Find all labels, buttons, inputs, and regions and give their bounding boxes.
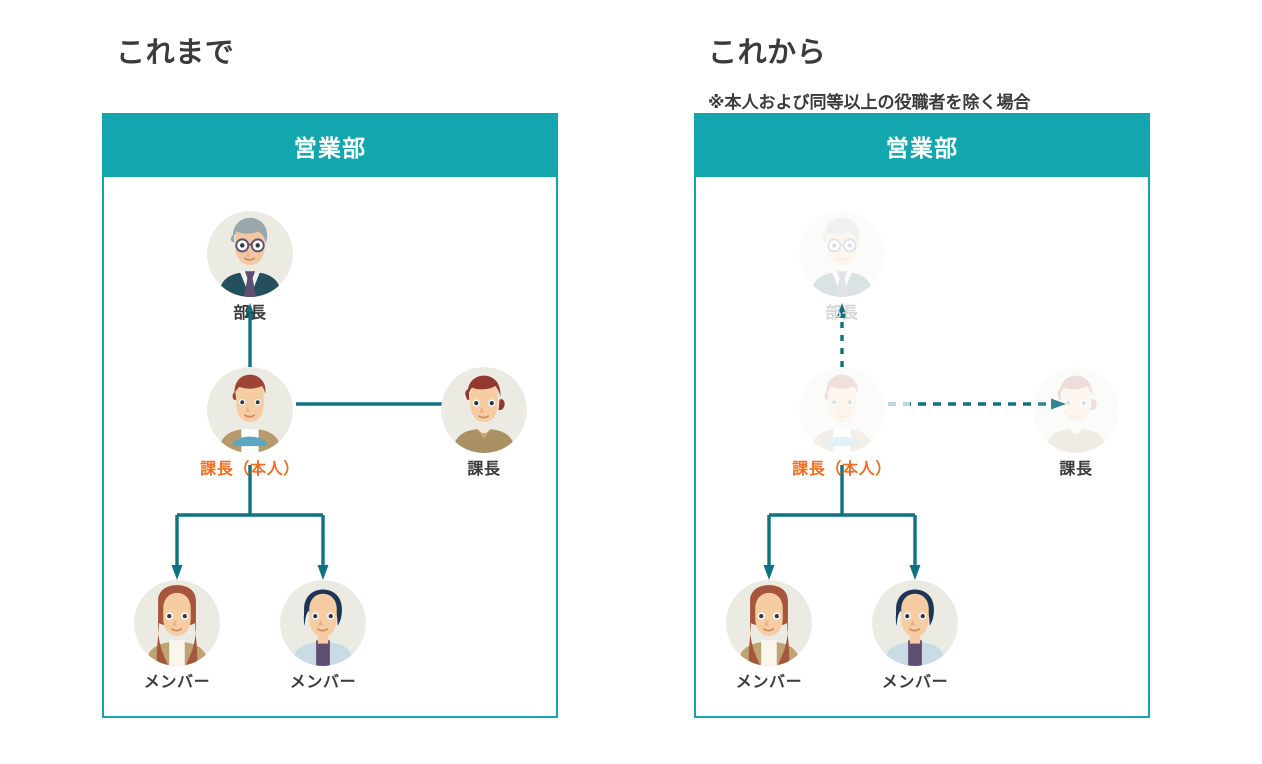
node-label-self-before: 課長（本人）	[200, 461, 300, 478]
woman-bun-olive-top-avatar	[1033, 367, 1119, 453]
node-label-member2-before: メンバー	[289, 674, 357, 691]
column-title-before: これまで	[116, 37, 235, 69]
node-label-member1-before: メンバー	[143, 674, 211, 691]
woman-bun-olive-top-avatar	[441, 367, 527, 453]
node-peer-after[interactable]: 課長	[1016, 367, 1136, 478]
man-khaki-jacket-avatar	[799, 367, 885, 453]
older-man-glasses-suit-avatar	[799, 211, 885, 297]
org-panel-before: 営業部	[102, 113, 558, 718]
node-peer-before[interactable]: 課長	[424, 367, 544, 478]
panel-body-before: 部長	[104, 177, 556, 716]
woman-long-hair-tan-cardigan-avatar	[726, 580, 812, 666]
avatar-peer-after	[1033, 367, 1119, 453]
node-member1-after[interactable]: メンバー	[709, 580, 829, 691]
avatar-bucho-after	[799, 211, 885, 297]
avatar-self-after	[799, 367, 885, 453]
node-label-member2-after: メンバー	[881, 674, 949, 691]
avatar-bucho-before	[207, 211, 293, 297]
arrowhead-member1	[171, 565, 183, 580]
node-self-after[interactable]: 課長（本人）	[782, 367, 902, 478]
person-navy-bob-blue-top-avatar	[872, 580, 958, 666]
arrowhead-member2	[909, 565, 921, 580]
node-self-before[interactable]: 課長（本人）	[190, 367, 310, 478]
node-label-bucho-after: 部長	[825, 305, 859, 322]
avatar-member2-before	[280, 580, 366, 666]
panel-header-before: 営業部	[104, 115, 556, 177]
man-khaki-jacket-avatar	[207, 367, 293, 453]
avatar-member1-before	[134, 580, 220, 666]
node-member1-before[interactable]: メンバー	[117, 580, 237, 691]
node-label-self-after: 課長（本人）	[792, 461, 892, 478]
panel-body-after: 部長	[696, 177, 1148, 716]
panel-header-after: 営業部	[696, 115, 1148, 177]
node-bucho-before[interactable]: 部長	[190, 211, 310, 322]
avatar-member2-after	[872, 580, 958, 666]
avatar-peer-before	[441, 367, 527, 453]
node-member2-before[interactable]: メンバー	[263, 580, 383, 691]
column-note-after: ※本人および同等以上の役職者を除く場合	[708, 93, 1031, 112]
person-navy-bob-blue-top-avatar	[280, 580, 366, 666]
woman-long-hair-tan-cardigan-avatar	[134, 580, 220, 666]
node-member2-after[interactable]: メンバー	[855, 580, 975, 691]
node-label-peer-after: 課長	[1059, 461, 1093, 478]
node-bucho-after[interactable]: 部長	[782, 211, 902, 322]
older-man-glasses-suit-avatar	[207, 211, 293, 297]
arrowhead-member1	[763, 565, 775, 580]
avatar-self-before	[207, 367, 293, 453]
node-label-bucho-before: 部長	[233, 305, 267, 322]
column-title-after: これから	[708, 37, 827, 69]
node-label-member1-after: メンバー	[735, 674, 803, 691]
avatar-member1-after	[726, 580, 812, 666]
node-label-peer-before: 課長	[467, 461, 501, 478]
arrowhead-member2	[317, 565, 329, 580]
org-panel-after: 営業部	[694, 113, 1150, 718]
